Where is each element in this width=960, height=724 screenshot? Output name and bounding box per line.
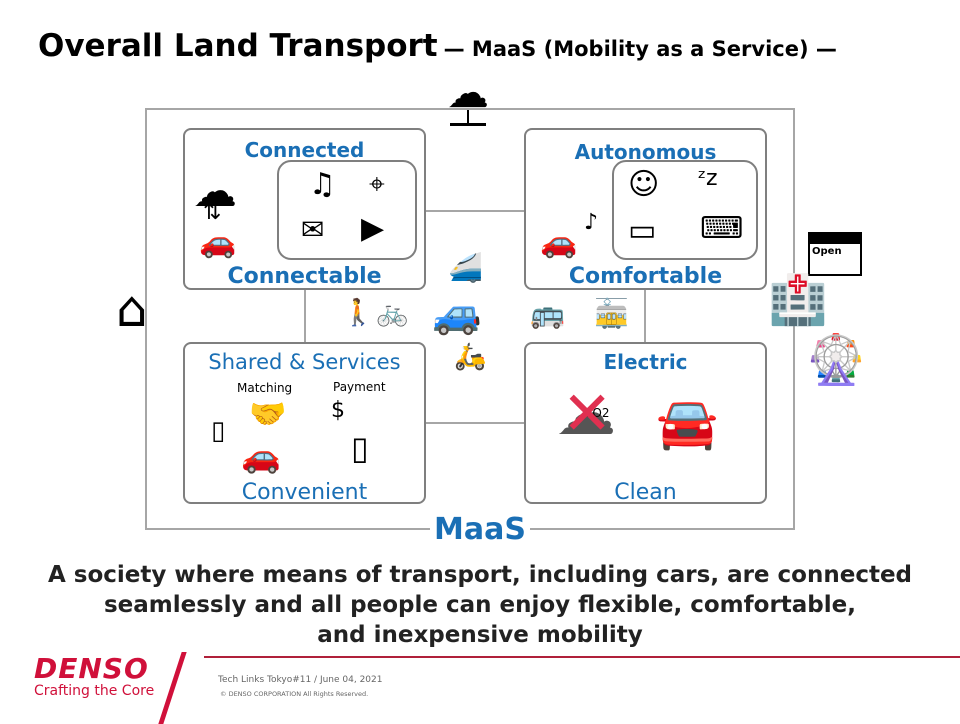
connected-bubble: ♫ ⌖ ✉ ▶ xyxy=(277,160,417,260)
game-controller-icon: ▭ xyxy=(628,213,657,248)
bus-icon: 🚌 xyxy=(530,297,565,330)
quadrant-heading: Electric xyxy=(603,350,688,374)
payment-label: Payment xyxy=(333,380,386,394)
quadrant-connected: Connected ☁ ⇅ 🚗 ♫ ⌖ ✉ ▶ Connectable xyxy=(183,128,426,290)
open-sign: Open xyxy=(812,246,842,257)
caption-line: A society where means of transport, incl… xyxy=(47,562,913,588)
cloud-sync-icon: ☁ xyxy=(193,166,237,217)
caption-line: seamlessly and all people can enjoy flex… xyxy=(103,592,856,618)
page-title: Overall Land Transport— MaaS (Mobility a… xyxy=(38,28,837,64)
electric-car-icon: 🚘 xyxy=(656,394,719,452)
money-icon: $ xyxy=(331,398,345,423)
reading-person-icon: ☺ xyxy=(628,167,660,202)
map-pin-icon: ⌖ xyxy=(369,167,385,200)
train-icon: 🚄 xyxy=(448,251,483,284)
car-icon: 🚗 xyxy=(540,225,578,260)
mobile-payment-icon: ▯ xyxy=(351,429,369,467)
exhaust-cloud-icon: ☁ xyxy=(556,379,616,449)
chat-icon: ✉ xyxy=(301,213,325,246)
smartphone-tap-icon: ▯ xyxy=(211,416,226,446)
cloud-link-icon xyxy=(467,110,469,124)
title-sub: — MaaS (Mobility as a Service) — xyxy=(443,37,837,61)
quadrant-heading: Shared & Services xyxy=(208,350,401,374)
connector xyxy=(425,210,524,212)
connector xyxy=(644,290,646,342)
connector xyxy=(425,422,524,424)
quadrant-footer: Connectable xyxy=(227,264,382,289)
quadrant-shared: Shared & Services Matching Payment ▯ 🤝 🚗… xyxy=(183,342,426,505)
ferris-wheel-icon: 🎡 xyxy=(806,332,866,388)
caption-line: and inexpensive mobility xyxy=(317,622,643,648)
autonomous-bubble: ☺ ᶻz ▭ ⌨ xyxy=(612,160,758,260)
title-main: Overall Land Transport xyxy=(38,28,438,64)
quadrant-footer: Convenient xyxy=(241,480,368,505)
music-file-icon: ♫ xyxy=(309,167,336,202)
quadrant-heading: Connected xyxy=(244,138,365,162)
video-icon: ▶ xyxy=(361,211,385,246)
prohibited-cross-icon: ✕ xyxy=(562,379,613,449)
car-icon: 🚗 xyxy=(241,437,281,475)
tagline: Crafting the Core xyxy=(34,683,155,699)
house-icon: ⌂ xyxy=(116,280,148,338)
car-icon: 🚙 xyxy=(432,291,482,337)
brand-slash xyxy=(158,652,187,724)
event-date: Tech Links Tokyo#11 / June 04, 2021 xyxy=(218,675,383,685)
handshake-icon: 🤝 xyxy=(249,397,287,432)
cloud-base-icon xyxy=(450,123,486,126)
quadrant-footer: Clean xyxy=(614,480,677,505)
bicycle-icon: 🚲 xyxy=(376,298,409,328)
car-icon: 🚗 xyxy=(199,225,237,260)
connector xyxy=(304,290,306,342)
scooter-icon: 🛵 xyxy=(454,342,487,372)
pedestrian-icon: 🚶 xyxy=(342,298,375,328)
cloud-server-icon: ☁ xyxy=(447,68,489,117)
footer-divider xyxy=(204,656,960,658)
caption: A society where means of transport, incl… xyxy=(0,560,960,650)
tram-icon: 🚋 xyxy=(594,297,629,330)
quadrant-autonomous: Autonomous 🚗 ♪ ☺ ᶻz ▭ ⌨ Comfortable xyxy=(524,128,767,290)
quadrant-electric: Electric ☁ CO2 ✕ 🚘 Clean xyxy=(524,342,767,505)
co2-label: CO2 xyxy=(584,406,610,420)
shop-icon: Open xyxy=(808,232,862,276)
matching-label: Matching xyxy=(237,381,293,395)
laptop-worker-icon: ⌨ xyxy=(700,211,744,246)
sleeping-icon: ᶻz xyxy=(698,166,718,191)
up-down-arrows-icon: ⇅ xyxy=(203,200,222,225)
hospital-building-icon: 🏥 xyxy=(768,272,828,328)
maas-label: MaaS xyxy=(430,512,530,547)
denso-logo: DENSO xyxy=(34,652,149,685)
copyright: © DENSO CORPORATION All Rights Reserved. xyxy=(220,690,369,698)
quadrant-footer: Comfortable xyxy=(568,264,723,289)
music-note-icon: ♪ xyxy=(584,210,599,235)
